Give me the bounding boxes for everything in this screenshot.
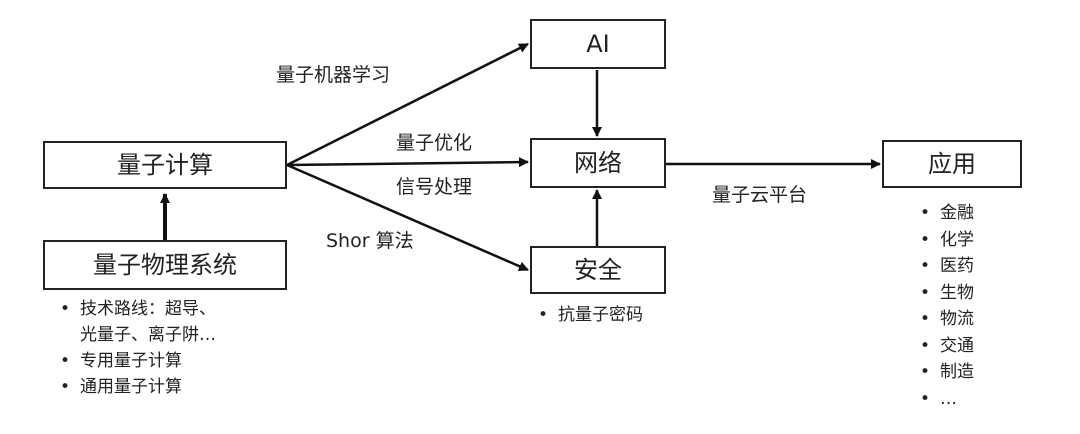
label-quantum-ml: 量子机器学习	[276, 64, 391, 86]
arrow-to-network	[286, 157, 529, 168]
label-shor: Shor 算法	[326, 230, 414, 252]
list-item: 制造	[920, 359, 974, 386]
list-item: 通用量子计算	[60, 374, 216, 400]
list-item: 医药	[920, 253, 974, 280]
label-quantum-cloud: 量子云平台	[712, 184, 808, 206]
list-security: 抗量子密码	[538, 302, 643, 328]
node-application: 应用	[882, 140, 1022, 188]
list-item: 金融	[920, 200, 974, 227]
label-quantum-optimization: 量子优化	[396, 132, 473, 154]
arrow-to-security	[286, 163, 529, 272]
node-quantum-physical-system: 量子物理系统	[43, 240, 287, 290]
node-network: 网络	[530, 138, 666, 188]
list-item: …	[920, 386, 974, 413]
label-signal-processing: 信号处理	[396, 176, 473, 198]
node-quantum-computing: 量子计算	[43, 141, 287, 189]
list-item: 交通	[920, 333, 974, 360]
list-item: 技术路线：超导、	[60, 296, 216, 322]
list-applications: 金融 化学 医药 生物 物流 交通 制造 …	[920, 200, 974, 412]
list-item: 专用量子计算	[60, 348, 216, 374]
list-item: 生物	[920, 280, 974, 307]
arrow-to-ai	[286, 42, 529, 167]
list-item: 抗量子密码	[538, 302, 643, 328]
list-item: 光量子、离子阱…	[80, 325, 216, 345]
list-item: 化学	[920, 227, 974, 254]
node-ai: AI	[530, 19, 666, 69]
list-item: 物流	[920, 306, 974, 333]
node-security: 安全	[530, 246, 666, 294]
list-physical-system: 技术路线：超导、 光量子、离子阱… 专用量子计算 通用量子计算	[60, 296, 216, 400]
